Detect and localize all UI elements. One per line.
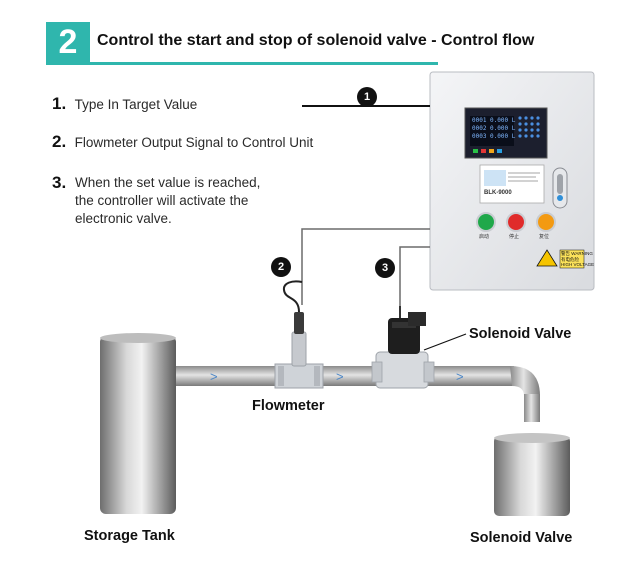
readout-line: 0003 0.000 L xyxy=(472,133,516,140)
step-2-number: 2. xyxy=(52,132,67,151)
warning-label xyxy=(559,249,585,269)
reset-button-caption: 复位 xyxy=(538,234,549,240)
warning-icon xyxy=(536,249,558,267)
start-button-caption: 启动 xyxy=(478,234,489,240)
stop-button-caption: 停止 xyxy=(508,234,519,240)
step-3-line-1: When the set value is reached, xyxy=(75,175,261,190)
warning-text: 警告 WARNING 有电危险 HIGH VOLTAGE xyxy=(561,251,594,268)
warning-line: 警告 WARNING xyxy=(561,251,593,256)
warning-line: HIGH VOLTAGE xyxy=(561,262,595,267)
flowmeter xyxy=(274,280,324,389)
step-3: 3. xyxy=(52,173,66,193)
title-underline xyxy=(46,62,438,65)
flowmeter-signal-wire xyxy=(301,228,430,305)
receiving-tank-label: Solenoid Valve xyxy=(470,530,573,546)
solenoid-valve-label: Solenoid Valve xyxy=(469,326,572,342)
controller-readout: 0001 0.000 L 0002 0.000 L 0003 0.000 L xyxy=(472,117,515,141)
page-title: Control the start and stop of solenoid v… xyxy=(97,32,535,49)
start-button[interactable] xyxy=(476,212,496,232)
control-box xyxy=(429,71,595,291)
step-3-line-3: electronic valve. xyxy=(75,211,172,226)
step-2-text: Flowmeter Output Signal to Control Unit xyxy=(74,135,314,150)
flow-arrow: > xyxy=(456,369,464,384)
storage-tank xyxy=(100,333,176,514)
warning-line: 有电危险 xyxy=(561,256,579,262)
storage-tank-label: Storage Tank xyxy=(84,528,175,544)
callout-1: 1 xyxy=(357,87,377,107)
callout-3: 3 xyxy=(375,258,395,278)
step-2: 2. Flowmeter Output Signal to Control Un… xyxy=(52,132,313,152)
controller-screen xyxy=(470,116,514,146)
pipeline xyxy=(176,366,540,422)
solenoid-control-wire xyxy=(399,246,430,306)
solenoid-valve xyxy=(371,306,435,389)
step-1-number: 1. xyxy=(52,94,67,113)
info-diagram-icon xyxy=(484,170,506,186)
readout-line: 0002 0.000 L xyxy=(472,125,516,132)
receiving-tank xyxy=(494,433,570,516)
lock-icon xyxy=(557,195,563,201)
flowmeter-label: Flowmeter xyxy=(252,398,325,414)
reset-button[interactable] xyxy=(536,212,556,232)
readout-line: 0001 0.000 L xyxy=(472,117,516,124)
panel-status-lights xyxy=(473,149,502,153)
step-3-text: When the set value is reached, the contr… xyxy=(75,174,260,228)
model-label: BLK-9000 xyxy=(484,190,512,196)
step-badge: 2 xyxy=(46,22,90,62)
flow-arrow: > xyxy=(336,369,344,384)
callout-2: 2 xyxy=(271,257,291,277)
step-3-number: 3. xyxy=(52,173,67,192)
flow-arrow: > xyxy=(210,369,218,384)
keypad xyxy=(518,116,540,138)
solenoid-leader-line xyxy=(423,333,467,351)
step-1: 1. Type In Target Value xyxy=(52,94,197,114)
step-3-line-2: the controller will activate the xyxy=(75,193,249,208)
stop-button[interactable] xyxy=(506,212,526,232)
step-1-text: Type In Target Value xyxy=(74,97,198,112)
